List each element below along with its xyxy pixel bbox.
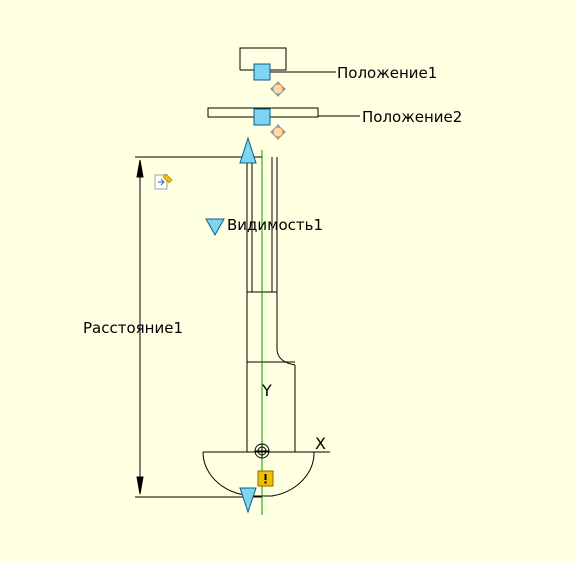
lookup-icon[interactable] <box>154 173 173 190</box>
distance1-dimension <box>135 156 262 498</box>
dimension-arrow-top <box>136 159 144 178</box>
distance1-label: Расстояние1 <box>83 319 183 337</box>
position1-label: Положение1 <box>337 64 437 82</box>
position1-outline <box>239 47 287 71</box>
position1-grip[interactable] <box>253 63 271 81</box>
crosshair-circle-icon <box>254 443 270 459</box>
position2-parameter: Положение2 <box>207 107 462 140</box>
distance1-bottom-grip[interactable] <box>239 487 257 514</box>
warning-icon[interactable] <box>257 470 274 487</box>
dimension-arrow-bottom <box>136 476 144 495</box>
y-axis-label: Y <box>261 381 272 400</box>
x-axis-label: X <box>315 434 326 453</box>
shoulder-fillet <box>276 349 296 366</box>
head-arc <box>202 451 315 497</box>
move-arrows-icon[interactable] <box>270 81 286 97</box>
visibility1-label: Видимость1 <box>227 216 323 234</box>
move-arrows-icon[interactable] <box>270 124 286 140</box>
distance1-top-grip[interactable] <box>239 136 257 164</box>
block-geometry <box>202 157 330 497</box>
position2-grip[interactable] <box>253 108 271 126</box>
position1-parameter: Положение1 <box>239 47 437 97</box>
visibility1-grip[interactable] <box>205 218 225 237</box>
position2-label: Положение2 <box>362 108 462 126</box>
